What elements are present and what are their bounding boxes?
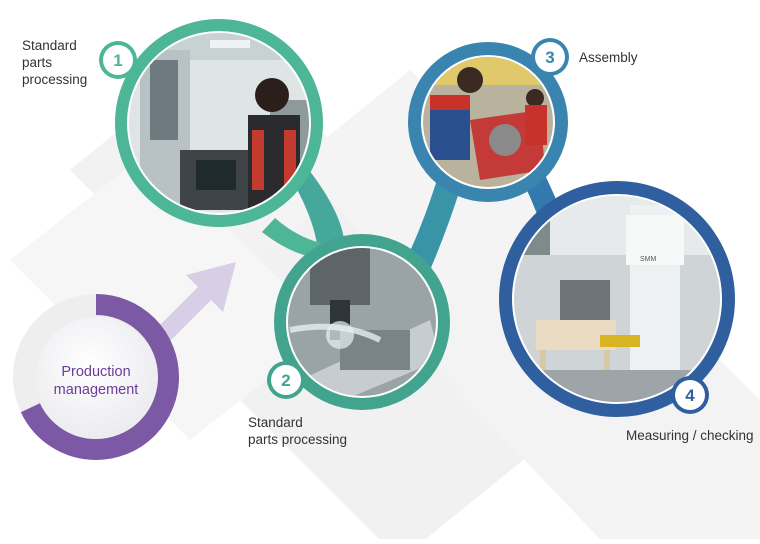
step-label-2-line-2: parts processing: [248, 432, 348, 447]
center-title-line-1: Production: [61, 364, 130, 380]
step-label-2-line-1: Standard: [248, 415, 303, 430]
cmm-photo: SMM: [514, 196, 720, 402]
step-number-3: 3: [545, 48, 554, 67]
step-label-2: Standard parts processing: [248, 414, 347, 448]
cmm-brand-label: SMM: [640, 256, 657, 263]
step-badge-3: 3: [531, 38, 569, 76]
center-title-line-2: management: [54, 382, 139, 398]
step-label-4-line-1: Measuring / checking: [626, 428, 754, 443]
production-management-gauge: Production management: [13, 294, 179, 460]
step-badge-2: 2: [267, 361, 305, 399]
step-number-2: 2: [281, 371, 290, 390]
step-label-4: Measuring / checking: [626, 427, 754, 444]
step-badge-4: 4: [671, 376, 709, 414]
step-label-1-line-2: parts: [22, 55, 53, 70]
step-label-1-line-1: Standard: [22, 38, 77, 53]
arrow-icon: [150, 262, 236, 348]
step-label-3: Assembly: [579, 49, 638, 66]
step-number-4: 4: [685, 386, 695, 405]
step-label-1: Standard parts processing: [22, 37, 87, 88]
step-badge-1: 1: [99, 41, 137, 79]
progress-arc: [13, 294, 179, 460]
step-number-1: 1: [113, 51, 122, 70]
milling-photo: [288, 248, 436, 396]
step-label-1-line-3: processing: [22, 72, 88, 87]
step-label-3-line-1: Assembly: [579, 50, 638, 65]
